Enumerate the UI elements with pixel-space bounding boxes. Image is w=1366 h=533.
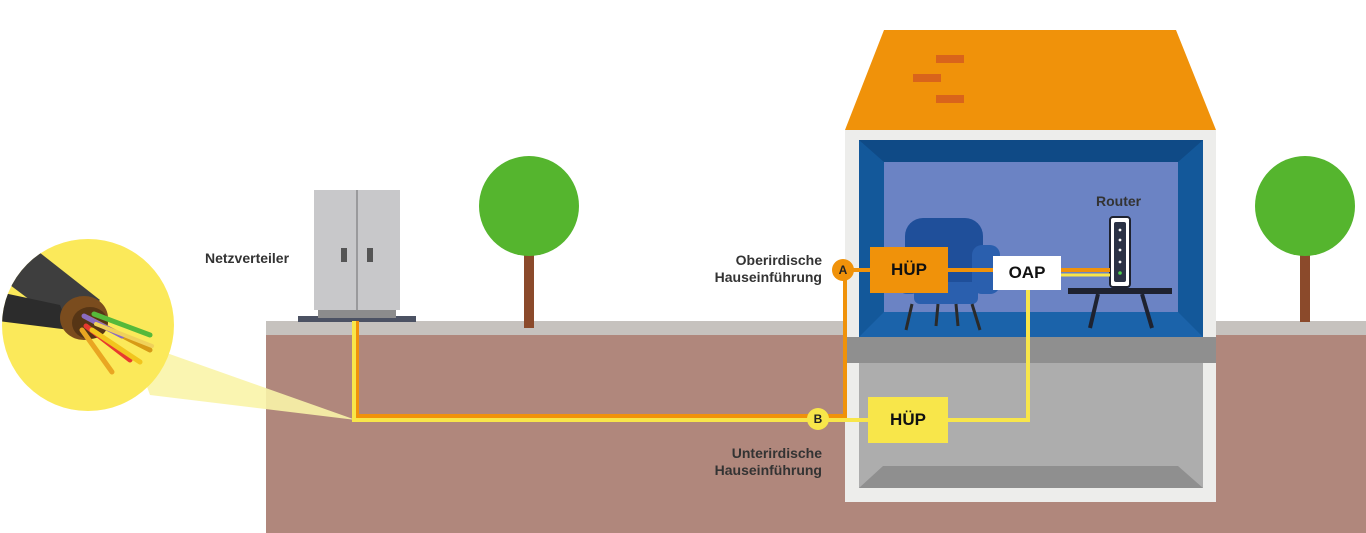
hup-upper-box: HÜP [870, 247, 948, 293]
hup-lower-box: HÜP [868, 397, 948, 443]
overhead-entry-label-line-1: Oberirdische [735, 252, 822, 268]
network-distributor-label: Netzverteiler [205, 250, 290, 266]
cellar-floor [859, 466, 1203, 488]
roof-tile [936, 95, 964, 103]
fiber-line-yellow [948, 290, 1030, 422]
magnifier-beam [130, 340, 356, 420]
overhead-entry-label: Oberirdische Hauseinführung [690, 252, 822, 286]
roof-tile [936, 55, 964, 63]
overhead-entry-label-line-2: Hauseinführung [714, 269, 822, 285]
badge-b: B [807, 408, 829, 430]
underground-entry-label: Unterirdische Hauseinführung [690, 445, 822, 479]
underground-entry-label-line-2: Hauseinführung [714, 462, 822, 478]
underground-entry-label-line-1: Unterirdische [731, 445, 822, 461]
house [845, 30, 1216, 502]
fiber-line-yellow [352, 321, 868, 422]
network-distributor-cabinet [298, 190, 416, 322]
cable-zoom-icon [2, 239, 174, 411]
badge-a: A [832, 259, 854, 281]
tree-icon [1255, 156, 1355, 322]
tree-icon [479, 156, 579, 328]
floor-slab [845, 337, 1216, 363]
roof-tile [913, 74, 941, 82]
router-label: Router [1096, 193, 1142, 209]
router-icon [1109, 216, 1131, 288]
oap-box: OAP [993, 256, 1061, 290]
side-table-icon [1068, 288, 1172, 329]
roof [845, 30, 1216, 130]
